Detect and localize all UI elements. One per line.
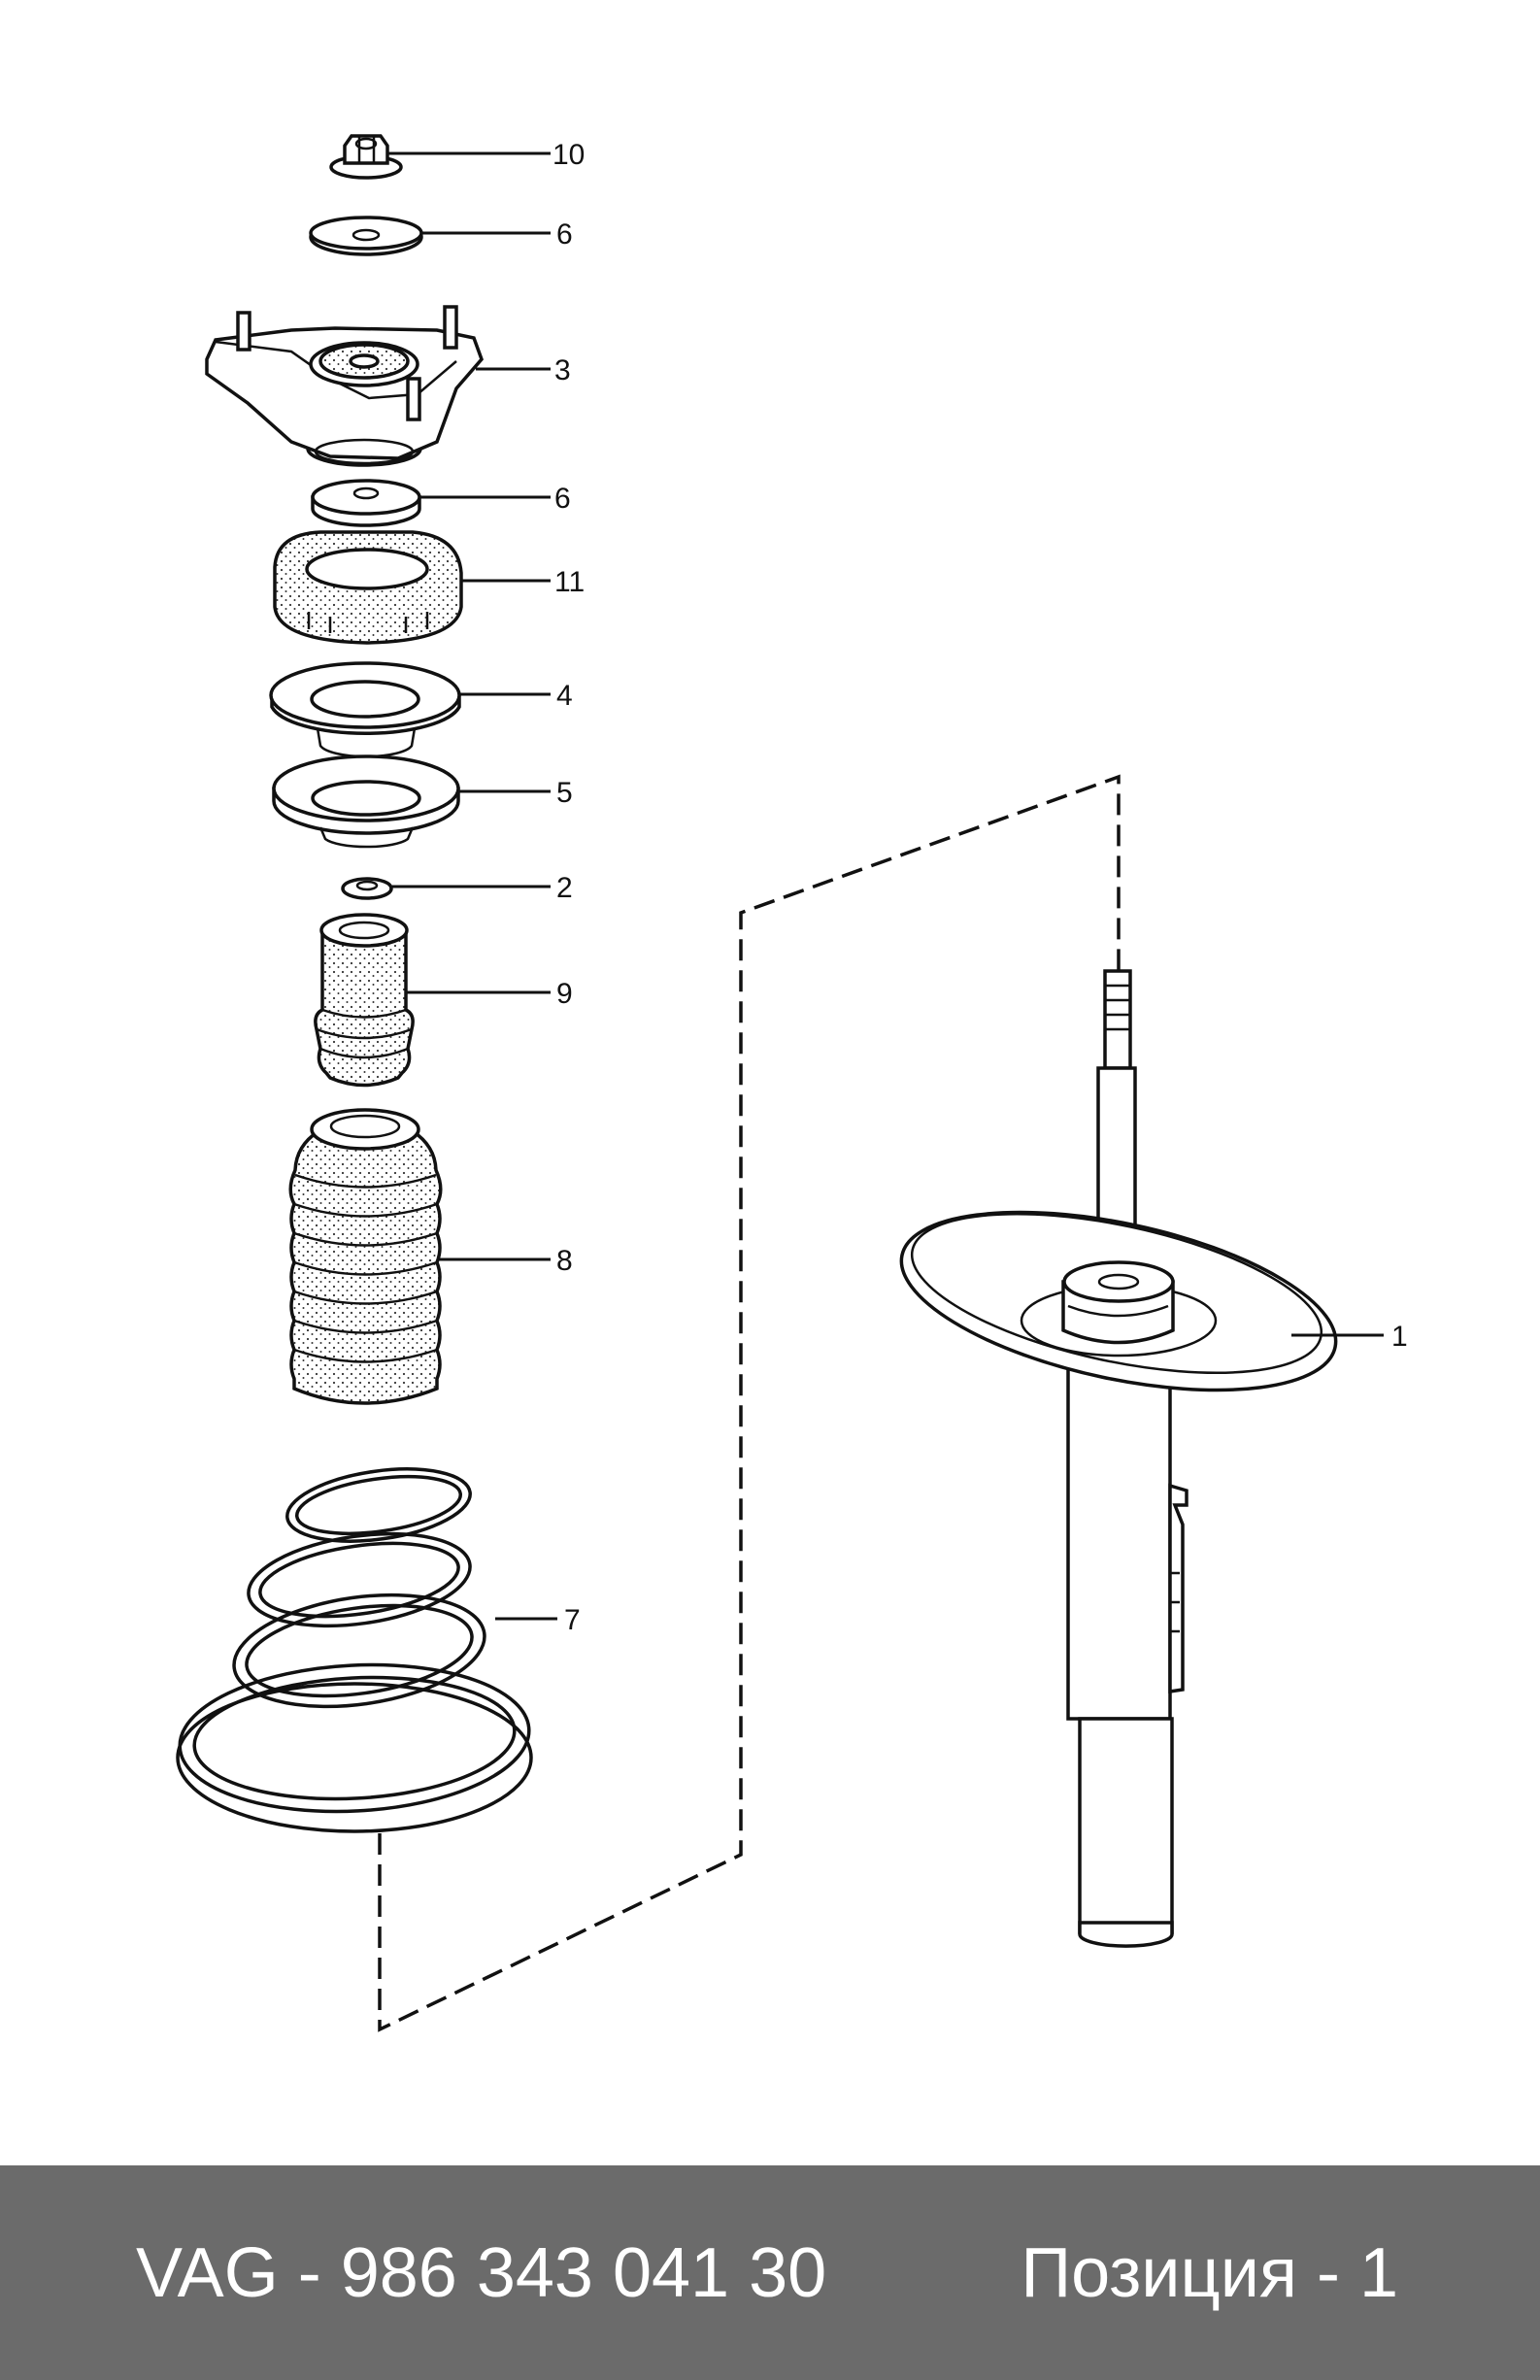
callout-8: 8 <box>556 1245 573 1277</box>
leader-lines <box>388 151 1384 1621</box>
position-label: Позиция - 1 <box>1021 2233 1398 2312</box>
part-3-strut-mount <box>205 305 484 467</box>
part-info-footer: VAG - 986 343 041 30 Позиция - 1 <box>0 2165 1540 2380</box>
part-7-coil-spring <box>176 1467 533 1833</box>
callout-10: 10 <box>552 139 585 171</box>
part-1-shock-absorber <box>899 969 1338 1948</box>
callout-6-lower: 6 <box>554 483 571 515</box>
part-9-bump-stop <box>314 913 415 1088</box>
callout-7: 7 <box>564 1604 581 1636</box>
callout-2: 2 <box>556 872 573 904</box>
exploded-strut-diagram: 10 6 3 6 11 4 5 2 9 8 7 1 <box>176 134 1408 2032</box>
callout-5: 5 <box>556 777 573 809</box>
callout-1: 1 <box>1391 1321 1408 1353</box>
callout-9: 9 <box>556 978 573 1010</box>
callout-6-top: 6 <box>556 218 573 251</box>
part-6-washer-lower <box>311 479 421 527</box>
part-5-spring-seat-lower <box>272 754 460 849</box>
part-6-washer-top <box>309 216 423 256</box>
callout-11: 11 <box>554 566 585 598</box>
part-4-spring-seat-upper <box>269 661 461 758</box>
callout-4: 4 <box>556 680 573 712</box>
part-10-flange-nut <box>329 134 403 180</box>
assembly-dashed-line <box>378 774 1121 2032</box>
part-8-dust-boot <box>288 1108 443 1405</box>
part-11-bearing-seat <box>273 530 463 645</box>
callout-3: 3 <box>554 354 571 386</box>
part-number: VAG - 986 343 041 30 <box>136 2233 827 2312</box>
part-2-small-washer <box>341 877 393 900</box>
